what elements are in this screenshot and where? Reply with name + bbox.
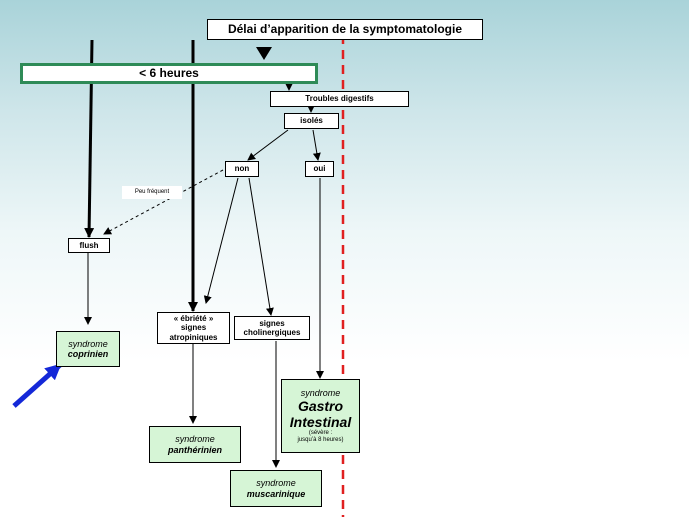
isoles-box: isolés — [284, 113, 339, 129]
edge-isoles-non — [247, 129, 289, 161]
troubles-digestifs-box: Troubles digestifs — [270, 91, 409, 107]
edge-non-flush-dashed — [103, 169, 224, 235]
gastro-name1: Gastro — [297, 398, 344, 415]
muscarinique-label: syndrome — [256, 478, 296, 489]
cholinergiques-line1: signes — [259, 318, 285, 328]
muscarinique-name: muscarinique — [246, 488, 306, 499]
ebriete-line3: atropiniques — [169, 332, 218, 342]
cholinergiques-line2: cholinergiques — [243, 328, 301, 337]
edge-isoles-oui — [312, 129, 321, 161]
title-text: Délai d’apparition de la symptomatologie — [227, 21, 463, 36]
flush-text: flush — [79, 240, 99, 250]
peu-frequent-label: Peu fréquent — [122, 186, 182, 199]
coprinien-name: coprinien — [67, 349, 109, 359]
big-down-triangle — [256, 47, 272, 60]
gastro-label: syndrome — [300, 387, 341, 398]
non-box: non — [225, 161, 259, 177]
peu-frequent-text: Peu fréquent — [134, 189, 170, 196]
non-text: non — [234, 164, 250, 174]
title-box: Délai d’apparition de la symptomatologie — [207, 19, 483, 40]
blue-pointer-arrow — [12, 363, 62, 408]
oui-text: oui — [313, 164, 326, 174]
signes-cholinergiques-box: signes cholinergiques — [234, 316, 310, 340]
ebriete-atropiniques-box: « ébriété » signes atropiniques — [157, 312, 230, 344]
gastro-note2: jusqu’à 8 heures) — [297, 437, 344, 444]
syndrome-pantherinien-box: syndrome panthérinien — [149, 426, 241, 463]
troubles-digestifs-text: Troubles digestifs — [305, 94, 374, 104]
gastro-note1: (sévère : — [308, 430, 333, 437]
isoles-text: isolés — [300, 116, 323, 126]
ebriete-line1: « ébriété » — [173, 314, 214, 324]
less-than-6h-box: < 6 heures — [20, 63, 318, 84]
syndrome-muscarinique-box: syndrome muscarinique — [230, 470, 322, 507]
less-than-6h-text: < 6 heures — [139, 65, 199, 80]
flush-box: flush — [68, 238, 110, 253]
coprinien-label: syndrome — [68, 338, 108, 349]
pantherinien-name: panthérinien — [167, 444, 222, 455]
gastro-name2: Intestinal — [289, 414, 352, 431]
syndrome-gastro-intestinal-box: syndrome Gastro Intestinal (sévère : jus… — [281, 379, 360, 453]
edge-non-ebriete — [203, 177, 239, 304]
edge-non-cholinergiques — [248, 177, 274, 316]
oui-box: oui — [305, 161, 334, 177]
syndrome-coprinien-box: syndrome coprinien — [56, 331, 120, 367]
pantherinien-label: syndrome — [175, 434, 215, 445]
ebriete-line2: signes — [180, 323, 207, 333]
